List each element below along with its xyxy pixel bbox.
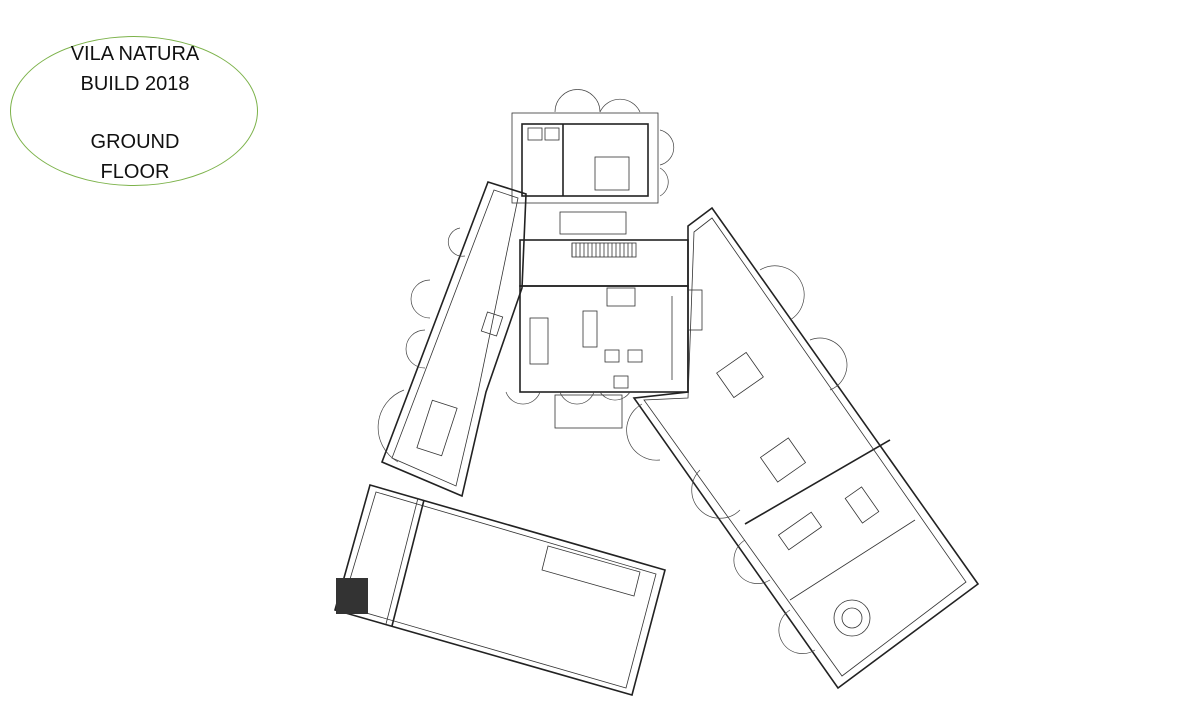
- title-line-2: BUILD 2018: [80, 73, 190, 95]
- title-line-3: GROUND: [90, 131, 180, 153]
- bedroom-block-top: [511, 89, 675, 235]
- right-wing: [626, 206, 980, 690]
- title-line-4: FLOOR: [100, 161, 170, 183]
- title-badge-ellipse: [10, 36, 258, 186]
- hall-stairs: [519, 239, 689, 287]
- title-line-1: VILA NATURA: [70, 43, 200, 65]
- left-wing: [377, 181, 527, 498]
- pool-jacuzzi-hatch: [336, 578, 368, 614]
- swimming-pool: [334, 484, 666, 696]
- living-room: [505, 285, 689, 429]
